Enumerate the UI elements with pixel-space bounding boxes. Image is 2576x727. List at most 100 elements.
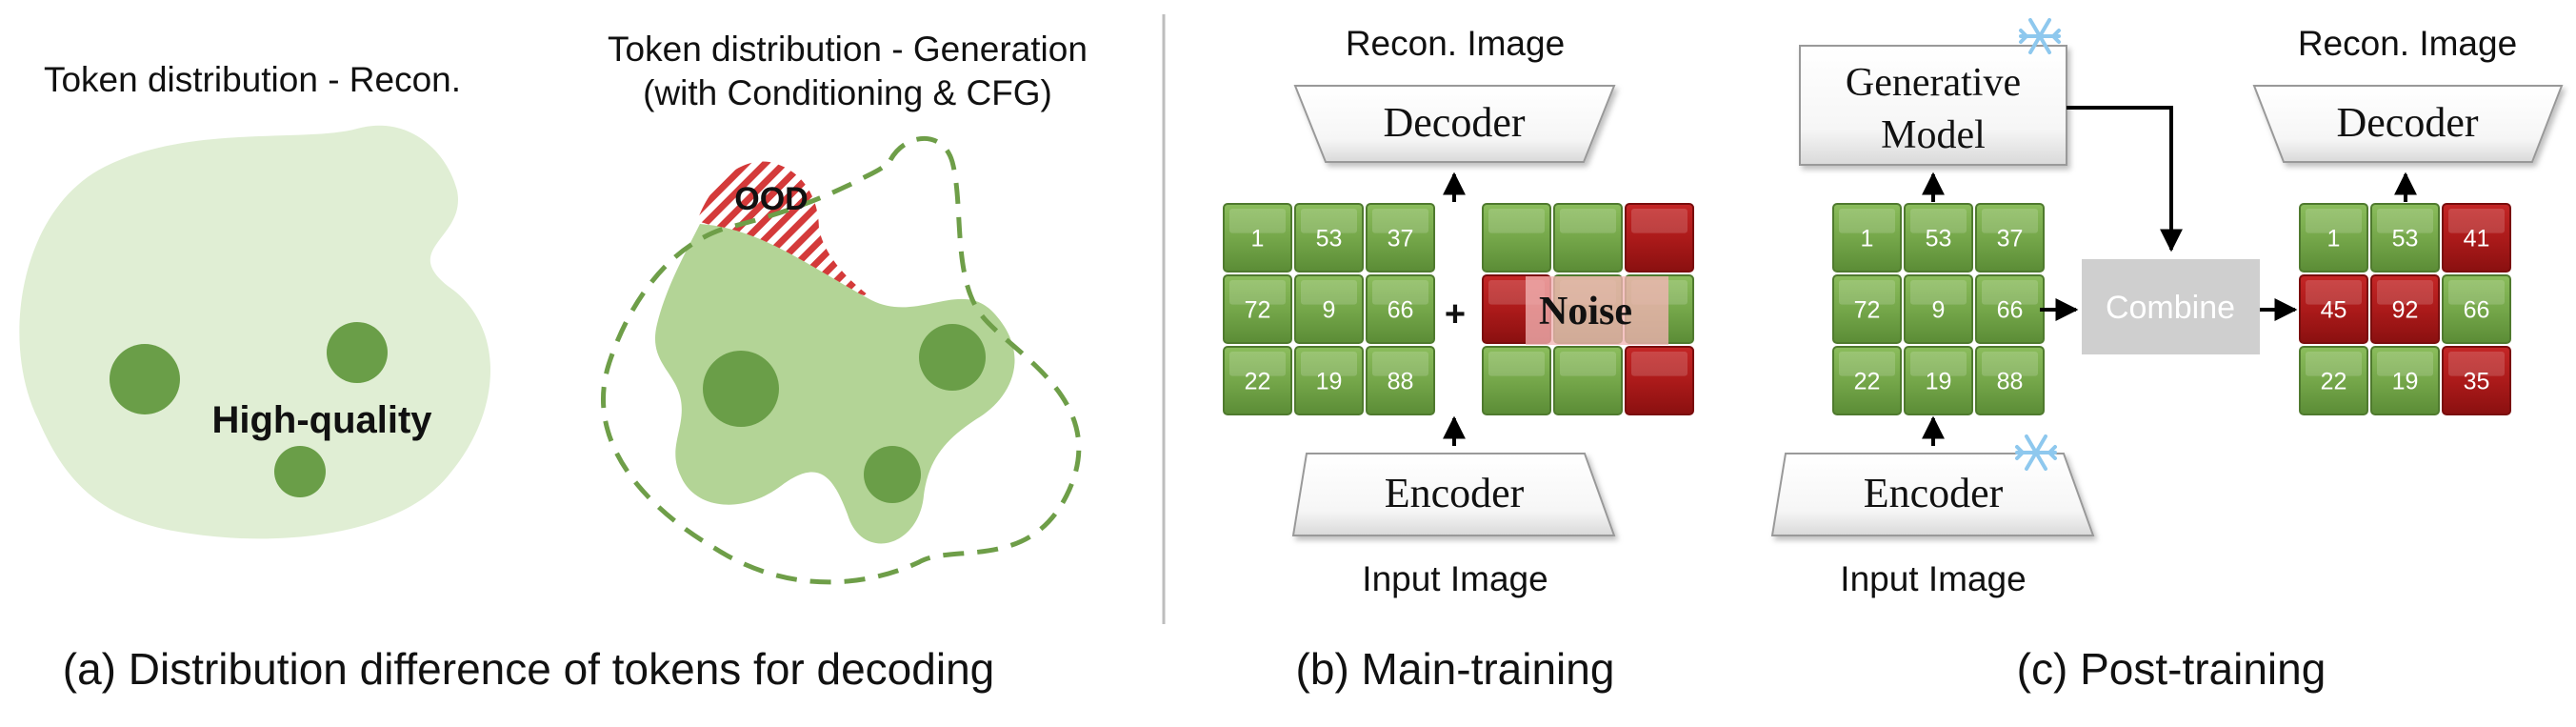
token-cell	[2442, 274, 2511, 344]
panel-c-decoder-block: Decoder	[2252, 85, 2564, 163]
panel-a: Token distribution - Recon. High-quality…	[19, 30, 1088, 694]
token-cell	[1904, 203, 1973, 273]
token-value: 9	[1932, 297, 1946, 324]
token-value: 41	[2464, 226, 2490, 252]
token-cell-highlight	[2306, 352, 2362, 376]
arrow-generative-to-combine	[2067, 106, 2183, 252]
token-value: 37	[1388, 226, 1414, 252]
token-cell-replaced	[1625, 346, 1694, 415]
token-cell-highlight	[1910, 209, 1967, 233]
ood-region	[697, 161, 871, 297]
panel-b-encoder-block: Encoder	[1291, 453, 1616, 536]
hq-cluster-dot-small	[274, 446, 326, 497]
generative-model-frozen-snowflake-icon	[2019, 18, 2061, 54]
token-value: 66	[1997, 297, 2024, 324]
token-value: 19	[1926, 369, 1952, 395]
token-cell	[1553, 203, 1623, 273]
token-value: 1	[2327, 226, 2341, 252]
token-cell-highlight	[2448, 352, 2505, 376]
token-cell-highlight	[1910, 280, 1967, 305]
panel-c-caption: (c) Post-training	[2017, 644, 2326, 694]
token-cell	[1904, 346, 1973, 415]
generation-support-dashed-boundary	[601, 135, 1082, 585]
token-cell	[1553, 346, 1623, 415]
generative-model-block: Generative Model	[1799, 45, 2067, 166]
token-cell	[1294, 346, 1364, 415]
token-cell-highlight	[1982, 209, 2038, 233]
panel-b-input-image-label: Input Image	[1362, 559, 1548, 598]
token-cell-highlight	[1839, 209, 1895, 233]
token-value: 72	[1245, 297, 1271, 324]
token-value: 72	[1854, 297, 1881, 324]
token-cell-highlight	[2448, 209, 2505, 233]
token-value: 88	[1997, 369, 2024, 395]
generation-distribution-blob	[654, 224, 1015, 544]
token-cell-highlight	[1560, 209, 1616, 233]
token-cell-highlight	[1982, 352, 2038, 376]
recon-distribution-title: Token distribution - Recon.	[44, 60, 461, 99]
token-cell-highlight	[1631, 209, 1687, 233]
token-cell	[1223, 346, 1292, 415]
token-value: 66	[1388, 297, 1414, 324]
token-cell	[2299, 346, 2368, 415]
token-cell	[2370, 346, 2440, 415]
token-cell-replaced	[2442, 346, 2511, 415]
token-value: 37	[1997, 226, 2024, 252]
generative-model-label-line2: Model	[1881, 113, 1986, 157]
token-cell-highlight	[1301, 352, 1357, 376]
token-cell	[1366, 203, 1435, 273]
gen-cluster-dot-medium	[919, 324, 986, 391]
token-cell-highlight	[2377, 280, 2433, 305]
token-cell-highlight	[1631, 352, 1687, 376]
high-quality-label: High-quality	[211, 399, 432, 441]
token-value: 35	[2464, 369, 2490, 395]
token-value: 88	[1388, 369, 1414, 395]
generative-model-label-line1: Generative	[1846, 61, 2021, 105]
token-cell-highlight	[2448, 280, 2505, 305]
token-cell	[2299, 203, 2368, 273]
token-cell-highlight	[2306, 280, 2362, 305]
token-cell-replaced	[2442, 203, 2511, 273]
token-cell-highlight	[1372, 280, 1428, 305]
token-cell	[1904, 274, 1973, 344]
panel-c-encoder-block: Encoder	[1770, 453, 2095, 536]
token-cell	[1294, 203, 1364, 273]
token-cell	[1832, 274, 1902, 344]
panel-b-decoder-block: Decoder	[1293, 85, 1616, 163]
encoder-frozen-snowflake-icon	[2015, 434, 2057, 471]
panel-b-caption: (b) Main-training	[1296, 644, 1615, 694]
token-cell-highlight	[1229, 352, 1286, 376]
token-cell-highlight	[1372, 209, 1428, 233]
token-cell-highlight	[1301, 209, 1357, 233]
ood-label: OOD	[734, 181, 808, 217]
token-cell	[2370, 203, 2440, 273]
token-value: 9	[1323, 297, 1336, 324]
token-cell-highlight	[1301, 280, 1357, 305]
token-cell-highlight	[1982, 280, 2038, 305]
panel-b-plus-sign: +	[1445, 294, 1466, 334]
token-cell-highlight	[1488, 209, 1545, 233]
panel-b-noise-label: Noise	[1539, 290, 1632, 333]
token-cell	[1482, 346, 1551, 415]
token-value: 45	[2321, 297, 2347, 324]
token-cell-replaced	[2299, 274, 2368, 344]
token-value: 53	[2392, 226, 2419, 252]
token-cell	[1223, 203, 1292, 273]
panel-b-encoder-label: Encoder	[1385, 470, 1525, 516]
combine-label: Combine	[2106, 290, 2235, 326]
panel-c-recon-image-label: Recon. Image	[2298, 24, 2517, 63]
token-value: 22	[1854, 369, 1881, 395]
token-value: 66	[2464, 297, 2490, 324]
token-cell	[1975, 203, 2045, 273]
token-cell-replaced	[1625, 203, 1694, 273]
gen-cluster-dot-small	[864, 446, 921, 503]
token-value: 53	[1926, 226, 1952, 252]
generation-distribution-title-line2: (with Conditioning & CFG)	[643, 73, 1052, 112]
token-cell-highlight	[1839, 352, 1895, 376]
token-cell	[1832, 346, 1902, 415]
panel-c-input-image-label: Input Image	[1840, 559, 2026, 598]
token-value: 1	[1861, 226, 1874, 252]
